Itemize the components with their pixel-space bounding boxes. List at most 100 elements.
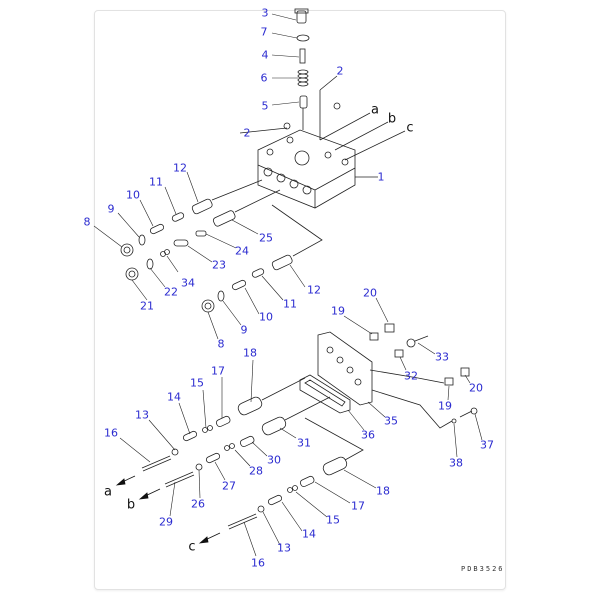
rod-part-16-upper [141, 455, 172, 472]
callout-part-16: 16 [251, 556, 265, 570]
callout-part-12: 12 [307, 283, 321, 297]
callout-part-34: 34 [181, 276, 195, 290]
callout-part-3: 3 [261, 6, 269, 20]
callout-part-12: 12 [173, 161, 187, 175]
spring-part-11-upper [171, 212, 185, 222]
callout-part-2: 2 [336, 64, 344, 78]
washer-part-38 [451, 418, 457, 424]
callout-part-23: 23 [212, 258, 226, 272]
callout-part-11: 11 [149, 175, 163, 189]
nut-part-20-lower [460, 367, 470, 377]
callout-part-31: 31 [297, 436, 311, 450]
plug-part-8-lower [201, 299, 215, 313]
callout-part-10: 10 [126, 188, 140, 202]
callout-part-25: 25 [259, 231, 273, 245]
valve-part-25 [212, 189, 281, 227]
nut-part-13-upper [171, 448, 179, 456]
callout-part-37: 37 [480, 438, 494, 452]
callout-part-6: 6 [260, 71, 268, 85]
retainer-part-15-upper [202, 425, 213, 433]
retainer-part-15-lower [287, 485, 298, 493]
spring-part-23 [173, 239, 189, 247]
plug-part-2b [283, 122, 291, 130]
port-label-b: b [126, 497, 136, 513]
callout-part-29: 29 [159, 515, 173, 529]
o-ring-part-22 [146, 258, 154, 270]
callout-part-38: 38 [449, 456, 463, 470]
nut-part-20-upper [384, 323, 395, 333]
rod-part-29 [164, 471, 195, 488]
o-ring-part-9-upper [138, 234, 146, 246]
callout-part-9: 9 [240, 323, 248, 337]
port-label-c: c [406, 120, 414, 136]
callout-part-15: 15 [326, 513, 340, 527]
plug-part-8-upper [120, 243, 134, 257]
gasket-part-36 [299, 374, 351, 414]
callout-part-11: 11 [283, 297, 297, 311]
spool-part-18-lower [304, 417, 364, 476]
callout-part-36: 36 [361, 428, 375, 442]
bolt-part-37 [459, 407, 478, 418]
callout-part-30: 30 [267, 453, 281, 467]
drawing-code: PDB3526 [461, 565, 505, 573]
callout-part-14: 14 [167, 390, 181, 404]
nut-part-13-lower [257, 505, 265, 513]
callout-part-18: 18 [243, 346, 257, 360]
plug-part-21 [125, 267, 139, 281]
callout-part-20: 20 [469, 381, 483, 395]
port-label-b: b [387, 111, 397, 127]
callout-part-15: 15 [190, 376, 204, 390]
valve-part-12-upper [191, 179, 263, 215]
spool-part-31 [261, 396, 331, 436]
port-label-a: a [104, 484, 112, 500]
callout-part-32: 32 [404, 369, 418, 383]
leader-lines [93, 13, 483, 557]
diagram-frame [94, 10, 506, 590]
callout-part-4: 4 [261, 48, 269, 62]
arrow-lines-abc-top [239, 75, 406, 178]
spool-part-24 [195, 230, 207, 237]
cover-plate-part-35 [317, 331, 373, 406]
spring-part-14-upper [182, 430, 198, 442]
spring-part-10-lower [231, 279, 247, 291]
piston-part-5 [299, 95, 308, 109]
arrows-abc-bottom [115, 475, 221, 544]
spool-part-18-upper [237, 377, 306, 416]
o-ring-part-7 [296, 34, 310, 42]
callout-part-33: 33 [435, 350, 449, 364]
spring-part-27 [205, 452, 221, 464]
fitting-part-32 [394, 349, 404, 358]
callout-part-13: 13 [135, 408, 149, 422]
rod-part-16-lower [227, 513, 258, 530]
spring-part-17-lower [299, 475, 315, 487]
callout-part-16: 16 [104, 426, 118, 440]
fitting-part-19-upper [369, 332, 379, 341]
callout-part-13: 13 [277, 541, 291, 555]
spring-part-17-upper [215, 415, 231, 427]
callout-part-18: 18 [376, 484, 390, 498]
o-ring-part-9-lower [217, 290, 225, 302]
callout-part-19: 19 [438, 399, 452, 413]
callout-part-14: 14 [302, 527, 316, 541]
spring-part-30 [239, 435, 255, 447]
callout-part-9: 9 [107, 202, 115, 216]
callout-part-22: 22 [164, 285, 178, 299]
callout-part-20: 20 [363, 286, 377, 300]
callout-part-5: 5 [261, 99, 269, 113]
callout-part-17: 17 [211, 364, 225, 378]
plug-part-3 [294, 8, 309, 24]
callout-part-7: 7 [260, 25, 268, 39]
port-label-c: c [188, 539, 196, 555]
callout-part-1: 1 [377, 170, 385, 184]
spring-part-11-lower [251, 268, 265, 278]
callout-part-8: 8 [83, 215, 91, 229]
fitting-part-19-lower [444, 377, 454, 386]
plug-part-2a [333, 102, 341, 110]
callout-part-21: 21 [140, 299, 154, 313]
callout-part-26: 26 [191, 497, 205, 511]
callout-part-35: 35 [384, 414, 398, 428]
callout-part-10: 10 [259, 310, 273, 324]
valve-part-12-lower [271, 204, 323, 271]
spring-part-6 [297, 69, 309, 87]
